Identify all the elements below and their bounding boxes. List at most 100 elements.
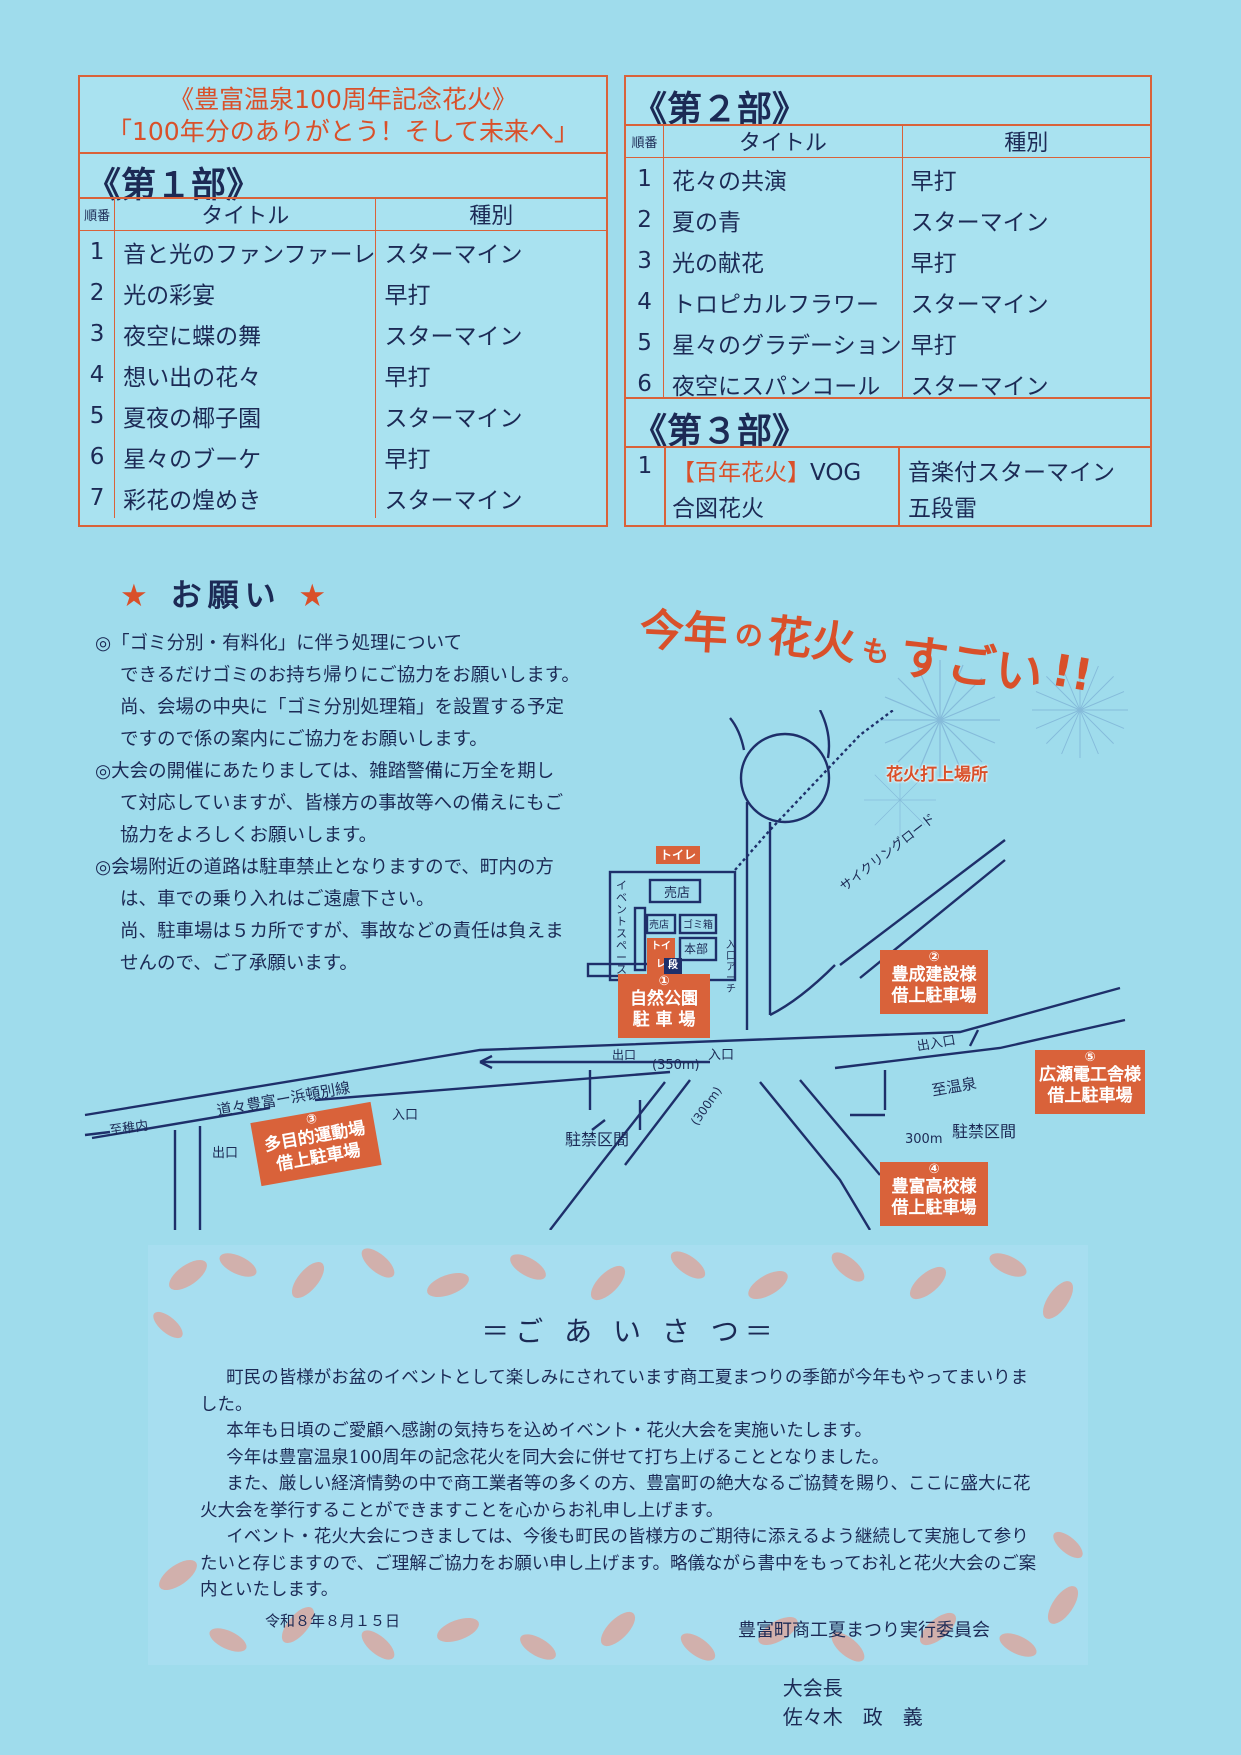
greeting-paragraph: イベント・花火大会につきましては、今後も町民の皆様方のご期待に添えるよう継続して… xyxy=(200,1527,1037,1600)
shop-label: 売店 xyxy=(664,886,691,901)
slogan-part: も xyxy=(859,633,892,670)
part2-heading-rule xyxy=(626,124,1150,126)
chair-title: 大会長 xyxy=(782,1676,843,1700)
slogan-part: すごい xyxy=(896,628,1047,704)
distance-label: (350m) xyxy=(652,1058,700,1073)
note-first-line: ◎会場附近の道路は駐車禁止となりますので、町内の方 xyxy=(95,857,554,878)
col-no-header: 順番 xyxy=(80,198,116,231)
part1-box: 《豊富温泉100周年記念花火》 「100年分のありがとう！そして未来へ」 《第１… xyxy=(78,75,608,527)
entrance-arch-label: 入口アーチ xyxy=(726,940,736,995)
note-first-line: ◎「ゴミ分別・有料化」に伴う処理について xyxy=(95,633,463,654)
part3-no: 1 xyxy=(637,453,653,479)
trash-label: ゴミ箱 xyxy=(683,920,713,931)
part1-title-line2: 「100年分のありがとう！そして未来へ」 xyxy=(107,117,579,146)
fireworks-decoration xyxy=(863,660,1129,837)
col-title-header: タイトル xyxy=(663,125,903,158)
greeting-body: 町民の皆様がお盆のイベントとして楽しみにされています商工夏まつりの季節が今年もや… xyxy=(200,1365,1040,1604)
hq-label: 本部 xyxy=(684,942,709,956)
note-line: 尚、駐車場は５カ所ですが、事故などの責任は負えま xyxy=(120,921,564,942)
greeting-signature: 大会長 佐々木 政 義 xyxy=(770,1648,923,1730)
note-line: は、車での乗り入れはご遠慮下さい。 xyxy=(120,889,435,910)
part1-title-line1: 《豊富温泉100周年記念花火》 xyxy=(169,85,517,114)
event-space-label: イベントスペース xyxy=(616,879,627,976)
greeting-paragraph: 今年は豊富温泉100周年の記念花火を同大会に併せて打ち上げることとなりました。 xyxy=(226,1447,890,1468)
exit-label: 出口 xyxy=(212,1146,239,1161)
star-icon: ★ xyxy=(298,578,333,614)
part3-heading-rule xyxy=(626,446,1150,448)
col-type-header: 種別 xyxy=(375,198,606,231)
leaf-pattern-decoration xyxy=(153,1248,1083,1662)
col-type-header: 種別 xyxy=(902,125,1150,158)
col-title-header: タイトル xyxy=(114,198,377,231)
greeting-paragraph: また、厳しい経済情勢の中で商工業者等の多くの方、豊富町の絶大なるご協賛を賜り、こ… xyxy=(200,1474,1031,1521)
part3-title-highlight: 【百年花火】 xyxy=(672,460,810,486)
part3-heading: 《第３部》 xyxy=(632,412,808,452)
greeting-date: 令和８年８月１５日 xyxy=(265,1612,401,1630)
greeting-heading: ＝ご あ い さ つ＝ xyxy=(481,1315,779,1348)
note-first-line: ◎大会の開催にあたりましては、雑踏警備に万全を期し xyxy=(95,761,555,782)
chair-name: 佐々木 政 義 xyxy=(782,1705,923,1729)
part3-col-divider-1 xyxy=(664,447,666,525)
launch-site-label: 花火打上場所 xyxy=(886,765,988,785)
entrance-label: 入口 xyxy=(708,1048,735,1063)
part2-heading: 《第２部》 xyxy=(632,90,808,130)
step-label: 段 xyxy=(664,958,682,974)
note-line: できるだけゴミのお持ち帰りにご協力をお願いします。 xyxy=(120,665,580,686)
note-line: 尚、会場の中央に「ゴミ分別処理箱」を設置する予定 xyxy=(120,697,565,718)
slogan: 今年 の 花火 も すごい !! xyxy=(638,590,1160,704)
parking-tag-5: ⑤ 広瀬電工舎様 借上駐車場 xyxy=(1035,1050,1145,1114)
star-icon: ★ xyxy=(120,578,154,614)
greeting-org: 豊富町商工夏まつり実行委員会 xyxy=(738,1620,990,1641)
note-line: せんので、ご了承願います。 xyxy=(120,953,358,974)
stall-label: 売店 xyxy=(649,920,669,931)
parking-tag-4: ④ 豊富高校様 借上駐車場 xyxy=(880,1162,988,1226)
part1-title-rule xyxy=(80,152,606,154)
part1-heading-rule xyxy=(80,197,606,199)
parking-tag-2: ② 豊成建設様 借上駐車場 xyxy=(880,950,988,1014)
greeting-panel xyxy=(148,1245,1088,1665)
note-line: 協力をよろしくお願いします。 xyxy=(120,825,378,846)
part3-title-line2: 合図花火 xyxy=(672,496,764,522)
toilet-label: トイレ xyxy=(656,846,700,864)
entrance-label: 入口 xyxy=(392,1108,419,1123)
distance-label: 300m xyxy=(905,1132,943,1147)
col-no-header: 順番 xyxy=(626,125,665,158)
part3-title: 【百年花火】VOG xyxy=(672,453,861,487)
part3-type-line1: 音楽付スターマイン xyxy=(908,460,1115,486)
slogan-part: 今年 xyxy=(638,604,730,661)
greeting-paragraph: 町民の皆様がお盆のイベントとして楽しみにされています商工夏まつりの季節が今年もや… xyxy=(200,1368,1029,1415)
venue-map xyxy=(84,710,1126,1230)
part3-box: 《第３部》 1 【百年花火】VOG 合図花火 音楽付スターマイン 五段雷 xyxy=(624,397,1152,527)
part3-type-line2: 五段雷 xyxy=(908,496,977,522)
request-heading-text: お願い xyxy=(170,578,282,614)
slogan-part: の xyxy=(733,617,765,654)
note-line: て対応していますが、皆様方の事故等への備えにもご xyxy=(120,793,564,814)
greeting-paragraph: 本年も日頃のご愛顧へ感謝の気持ちを込めイベント・花火大会を実施いたします。 xyxy=(226,1421,872,1441)
part3-title-rest: VOG xyxy=(810,460,862,486)
request-notes: ◎「ゴミ分別・有料化」に伴う処理について できるだけゴミのお持ち帰りにご協力をお… xyxy=(95,628,615,980)
parking-tag-1: ① 自然公園 駐 車 場 xyxy=(618,974,710,1038)
part3-col-divider-2 xyxy=(898,447,900,525)
request-heading: ★ お願い ★ xyxy=(120,570,332,615)
no-parking-label: 駐禁区間 xyxy=(952,1122,1017,1141)
note-line: ですので係の案内にご協力をお願いします。 xyxy=(120,729,488,750)
exit-label: 出口 xyxy=(612,1048,637,1062)
slogan-part: 花火 xyxy=(765,610,858,671)
no-parking-label: 駐禁区間 xyxy=(565,1130,630,1149)
slogan-part: !! xyxy=(1047,644,1097,703)
